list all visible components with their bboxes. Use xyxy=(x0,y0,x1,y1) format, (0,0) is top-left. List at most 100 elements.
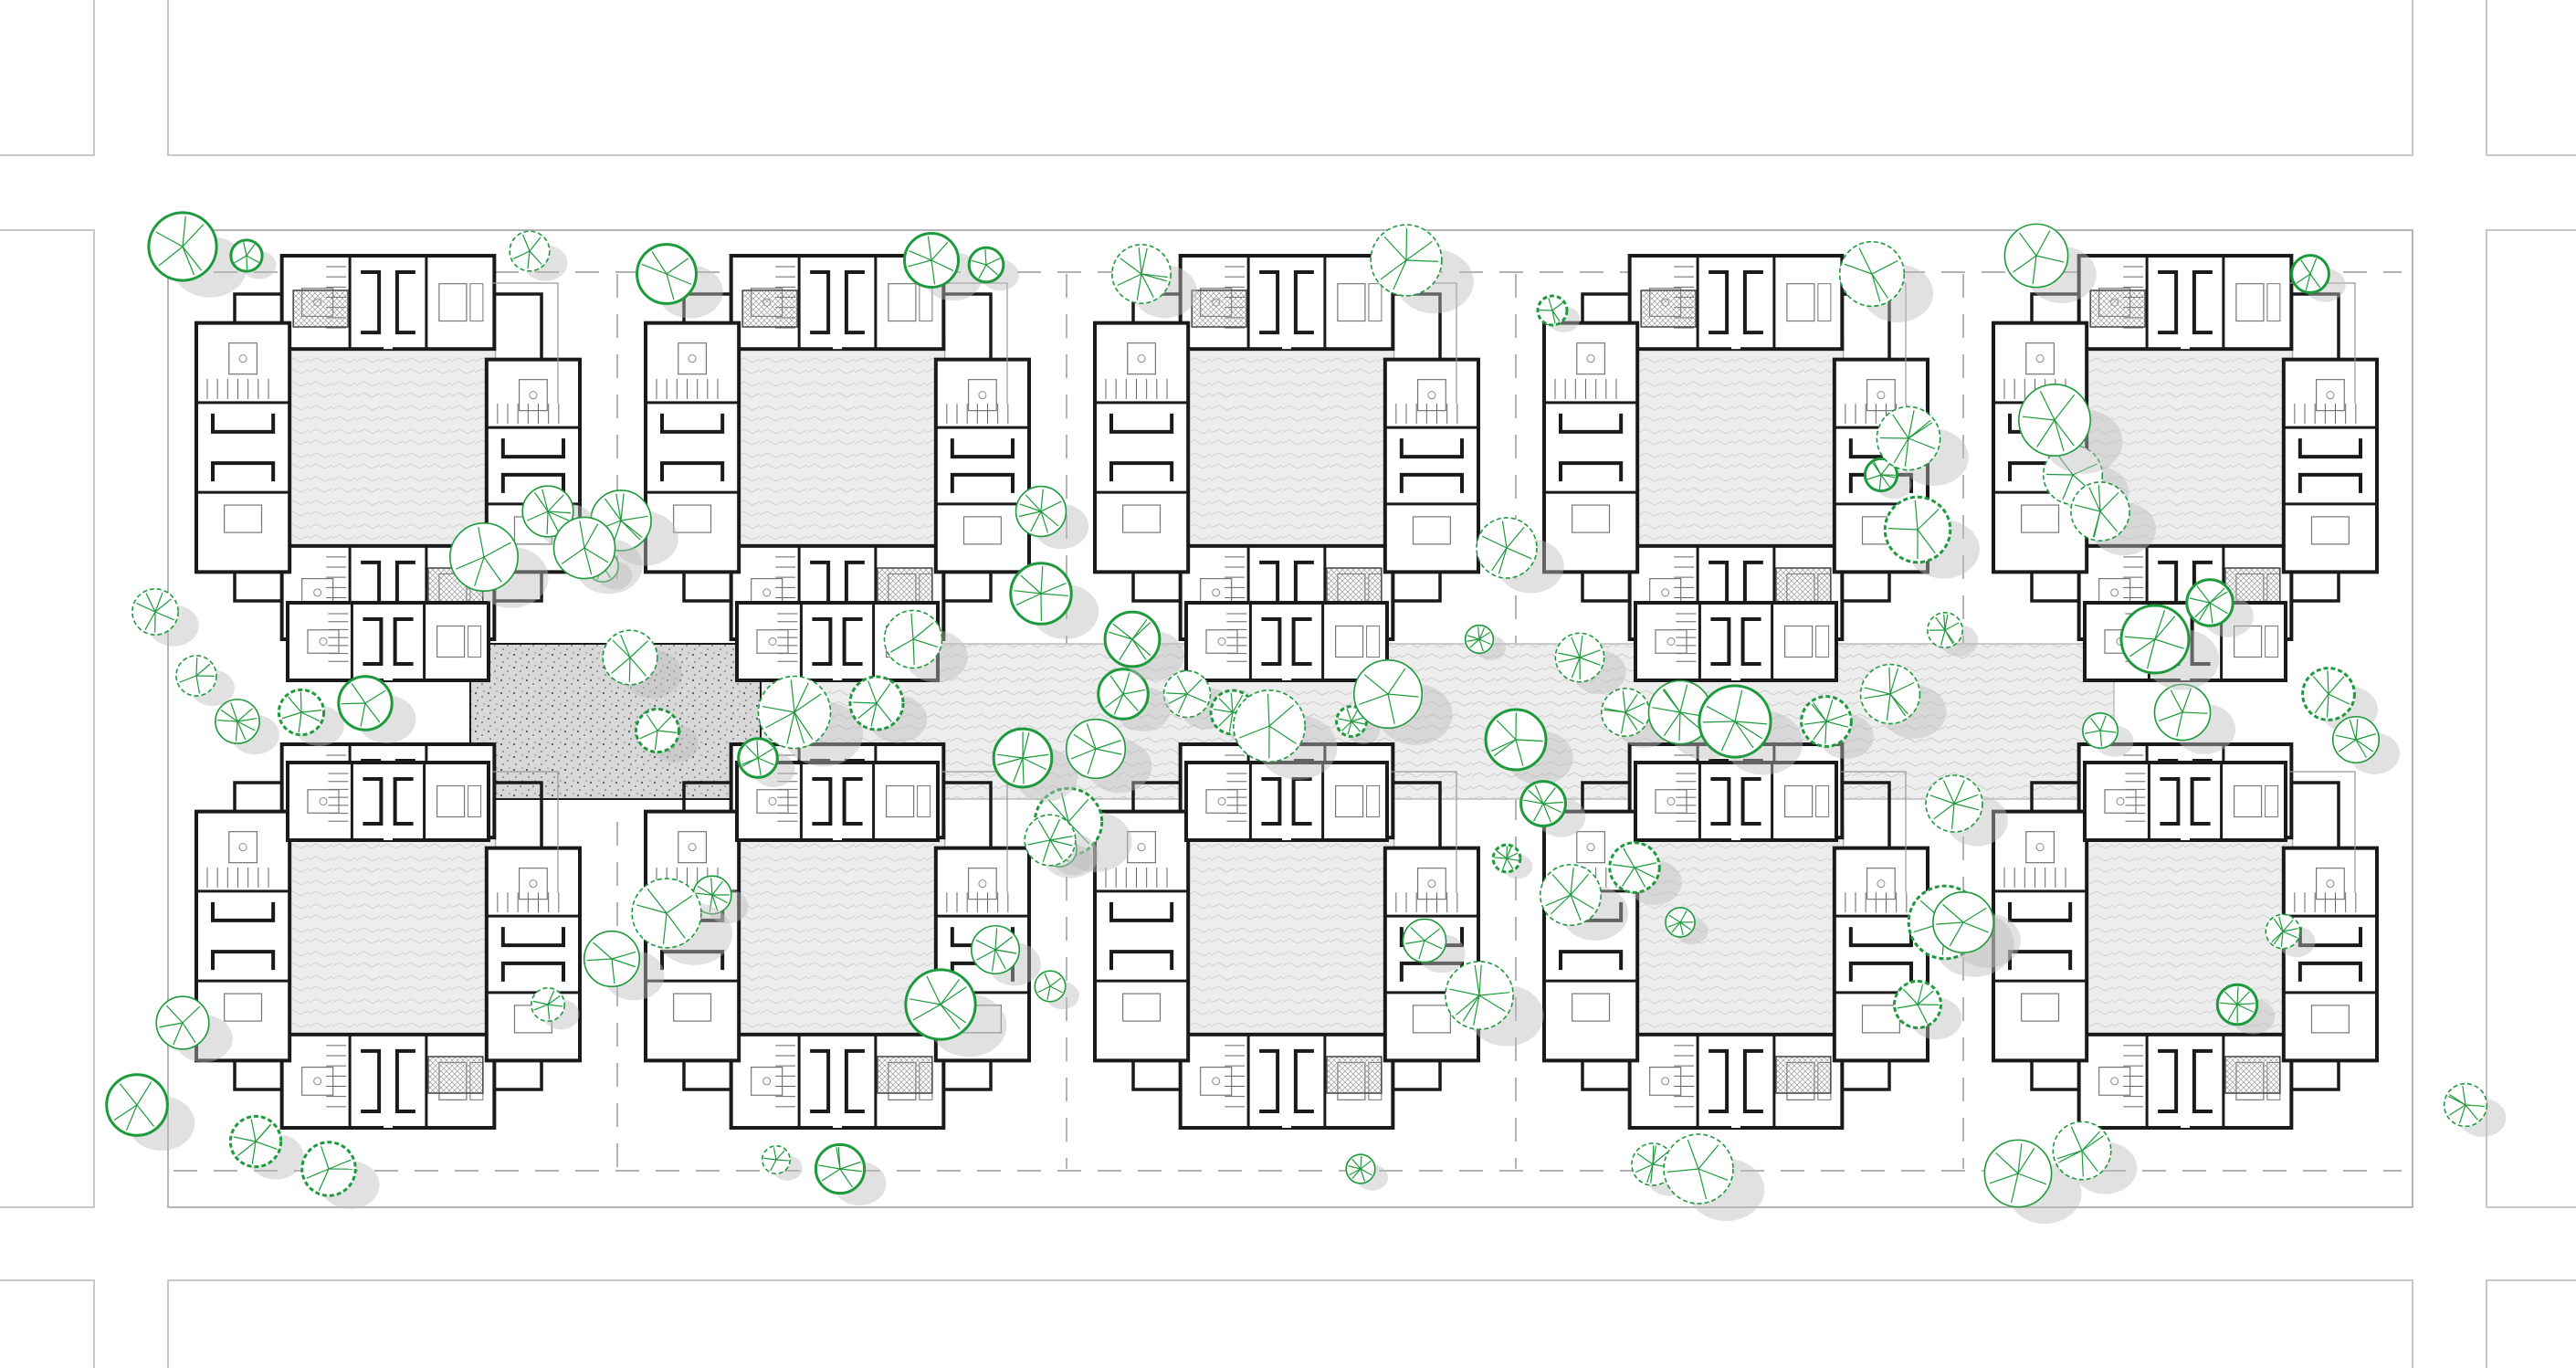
tree-icon xyxy=(761,1144,803,1181)
table-icon xyxy=(1576,342,1606,375)
tree-icon xyxy=(509,230,568,281)
table-icon xyxy=(678,831,708,864)
house-unit xyxy=(1184,601,1389,682)
tree-icon xyxy=(1927,612,1979,657)
bed-icon xyxy=(2021,993,2060,1022)
tree-icon xyxy=(1034,970,1079,1010)
table-icon xyxy=(1649,1066,1682,1096)
tree-icon xyxy=(215,699,279,755)
stair-icon xyxy=(946,892,1009,913)
tree-icon xyxy=(1698,684,1803,775)
tree-icon xyxy=(2070,481,2157,556)
tree-icon xyxy=(1663,1133,1765,1221)
bed-icon xyxy=(2234,625,2279,658)
table-icon xyxy=(2025,342,2056,375)
tree-icon xyxy=(1491,843,1533,879)
tree-icon xyxy=(2003,223,2097,303)
stair-icon xyxy=(326,1045,347,1108)
tree-icon xyxy=(2052,1121,2138,1194)
tree-icon xyxy=(1863,457,1912,500)
stair-icon xyxy=(1105,867,1168,888)
tree-icon xyxy=(2215,983,2276,1035)
bed-icon xyxy=(2310,516,2350,545)
tree-icon xyxy=(692,875,749,924)
tree-icon xyxy=(1009,562,1099,639)
tree-icon xyxy=(175,655,235,707)
bed-icon xyxy=(1122,504,1162,533)
house-unit xyxy=(2281,357,2380,574)
tree-icon xyxy=(602,629,682,699)
bed-icon xyxy=(1412,516,1451,545)
block-left-top xyxy=(0,0,95,156)
bed-icon xyxy=(2235,283,2281,322)
tree-icon xyxy=(530,986,580,1030)
house-unit xyxy=(735,761,940,842)
tree-icon xyxy=(967,246,1019,291)
table-icon xyxy=(228,342,258,375)
courtyard-cluster xyxy=(644,254,1032,641)
tree-icon xyxy=(228,1114,304,1180)
bed-icon xyxy=(962,516,1002,545)
bed-icon xyxy=(673,504,712,533)
bed-icon xyxy=(224,993,263,1022)
tree-icon xyxy=(131,588,199,647)
table-icon xyxy=(1200,1066,1233,1096)
house-unit xyxy=(286,601,490,682)
tree-icon xyxy=(2081,711,2134,757)
table-icon xyxy=(1866,379,1896,412)
stair-icon xyxy=(497,892,560,913)
block-bottom xyxy=(167,1279,2413,1368)
stair-icon xyxy=(1395,404,1458,425)
table-icon xyxy=(1655,629,1688,654)
stair-icon xyxy=(775,1045,796,1108)
tree-icon xyxy=(636,243,723,319)
block-left-middle xyxy=(0,229,95,1208)
tree-icon xyxy=(105,1073,195,1151)
tree-icon xyxy=(848,675,928,743)
house-unit xyxy=(2083,761,2287,842)
block-top xyxy=(167,0,2413,156)
tree-icon xyxy=(2153,683,2236,754)
house-unit xyxy=(1634,761,1838,842)
tree-icon xyxy=(1608,841,1682,905)
stair-icon xyxy=(1395,892,1458,913)
house-unit xyxy=(644,321,741,574)
tree-icon xyxy=(1539,863,1629,941)
bed-icon xyxy=(1783,625,1830,658)
house-unit xyxy=(1542,321,1640,574)
house-unit xyxy=(1992,809,2089,1063)
stair-icon xyxy=(2123,556,2144,619)
bed-icon xyxy=(1334,784,1381,818)
tree-icon xyxy=(449,522,549,608)
bed-icon xyxy=(885,784,931,818)
table-icon xyxy=(2315,379,2345,412)
tree-icon xyxy=(1335,705,1381,744)
tree-icon xyxy=(1484,708,1573,785)
tree-icon xyxy=(1097,668,1171,731)
tree-icon xyxy=(2185,578,2254,637)
table-icon xyxy=(756,789,789,814)
table-icon xyxy=(967,868,997,900)
courtyard-cluster xyxy=(1093,254,1481,641)
tree-icon xyxy=(631,878,732,965)
block-right-top xyxy=(2486,0,2576,156)
table-icon xyxy=(1416,868,1446,900)
stair-icon xyxy=(1554,378,1617,399)
stair-icon xyxy=(497,404,560,425)
tree-icon xyxy=(337,675,416,743)
tree-icon xyxy=(1024,814,1099,879)
block-right-middle xyxy=(2486,229,2576,1208)
table-icon xyxy=(2098,1066,2131,1096)
tree-icon xyxy=(1065,718,1152,794)
tree-icon xyxy=(1370,224,1474,314)
tree-icon xyxy=(1445,961,1544,1047)
table-icon xyxy=(228,831,258,864)
bed-icon xyxy=(2310,1005,2350,1034)
bed-icon xyxy=(436,784,482,818)
stair-icon xyxy=(1674,1045,1695,1108)
table-icon xyxy=(756,629,789,654)
stair-icon xyxy=(946,404,1009,425)
bed-icon xyxy=(224,504,263,533)
tree-icon xyxy=(904,968,1007,1058)
